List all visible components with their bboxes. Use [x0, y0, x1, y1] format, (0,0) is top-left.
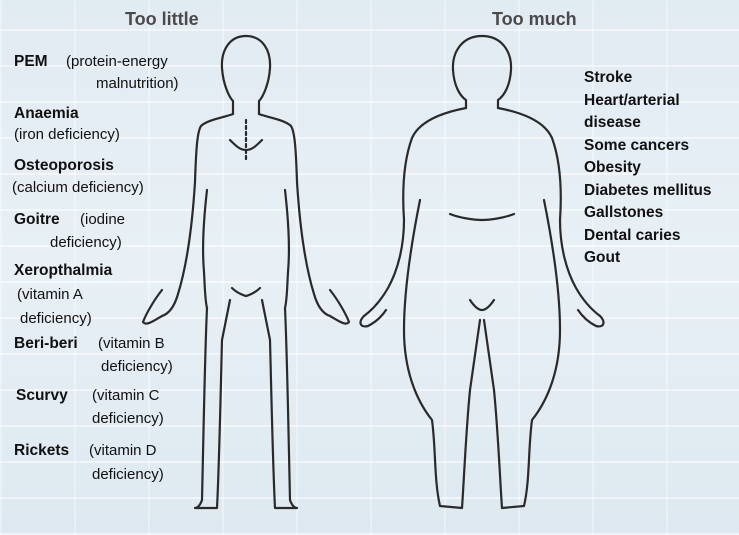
excess-item: Heart/arterial	[584, 90, 712, 113]
condition-anaemia: Anaemia	[14, 104, 79, 124]
thin-hip-left	[203, 190, 207, 308]
condition-rickets-detail-1: (vitamin D	[89, 441, 157, 461]
heavy-torso-left	[364, 108, 466, 316]
condition-goitre-detail-2: deficiency)	[50, 233, 122, 253]
thin-body-figure	[143, 36, 349, 508]
condition-scurvy: Scurvy	[16, 386, 68, 406]
heavy-head	[453, 36, 482, 108]
heavy-body-figure	[361, 36, 604, 508]
condition-pem: PEM	[14, 52, 48, 72]
excess-item: Dental caries	[584, 225, 712, 248]
condition-beri-beri: Beri-beri	[14, 334, 78, 354]
condition-osteoporosis-detail: (calcium deficiency)	[12, 178, 144, 198]
condition-anaemia-detail: (iron deficiency)	[14, 125, 120, 145]
excess-item: Diabetes mellitus	[584, 180, 712, 203]
too-much-heading: Too much	[492, 9, 577, 30]
condition-xeropthalmia: Xeropthalmia	[14, 261, 112, 281]
condition-scurvy-detail-2: deficiency)	[92, 409, 164, 429]
thin-leg-left	[195, 300, 230, 508]
excess-item: Stroke	[584, 67, 712, 90]
condition-rickets: Rickets	[14, 441, 69, 461]
excess-item: Some cancers	[584, 135, 712, 158]
condition-pem-detail-2: malnutrition)	[96, 74, 179, 94]
condition-xeropthalmia-detail-1: (vitamin A	[17, 285, 83, 305]
excess-item: disease	[584, 112, 712, 135]
excess-item: Gout	[584, 247, 712, 270]
too-little-heading: Too little	[125, 9, 199, 30]
thin-hand-left	[143, 290, 162, 324]
condition-xeropthalmia-detail-2: deficiency)	[20, 309, 92, 329]
heavy-hand-left	[361, 310, 386, 326]
thin-head	[222, 36, 246, 114]
condition-beri-beri-detail-1: (vitamin B	[98, 334, 165, 354]
condition-beri-beri-detail-2: deficiency)	[101, 357, 173, 377]
heavy-hip-left	[404, 200, 480, 508]
condition-scurvy-detail-1: (vitamin C	[92, 386, 160, 406]
excess-conditions-list: Stroke Heart/arterial disease Some cance…	[584, 67, 712, 270]
condition-pem-detail-1: (protein-energy	[66, 52, 168, 72]
condition-goitre: Goitre	[14, 210, 60, 230]
condition-goitre-detail-1: (iodine	[80, 210, 125, 230]
condition-rickets-detail-2: deficiency)	[92, 465, 164, 485]
excess-item: Obesity	[584, 157, 712, 180]
thin-torso-left	[162, 114, 233, 316]
excess-item: Gallstones	[584, 202, 712, 225]
condition-osteoporosis: Osteoporosis	[14, 156, 114, 176]
